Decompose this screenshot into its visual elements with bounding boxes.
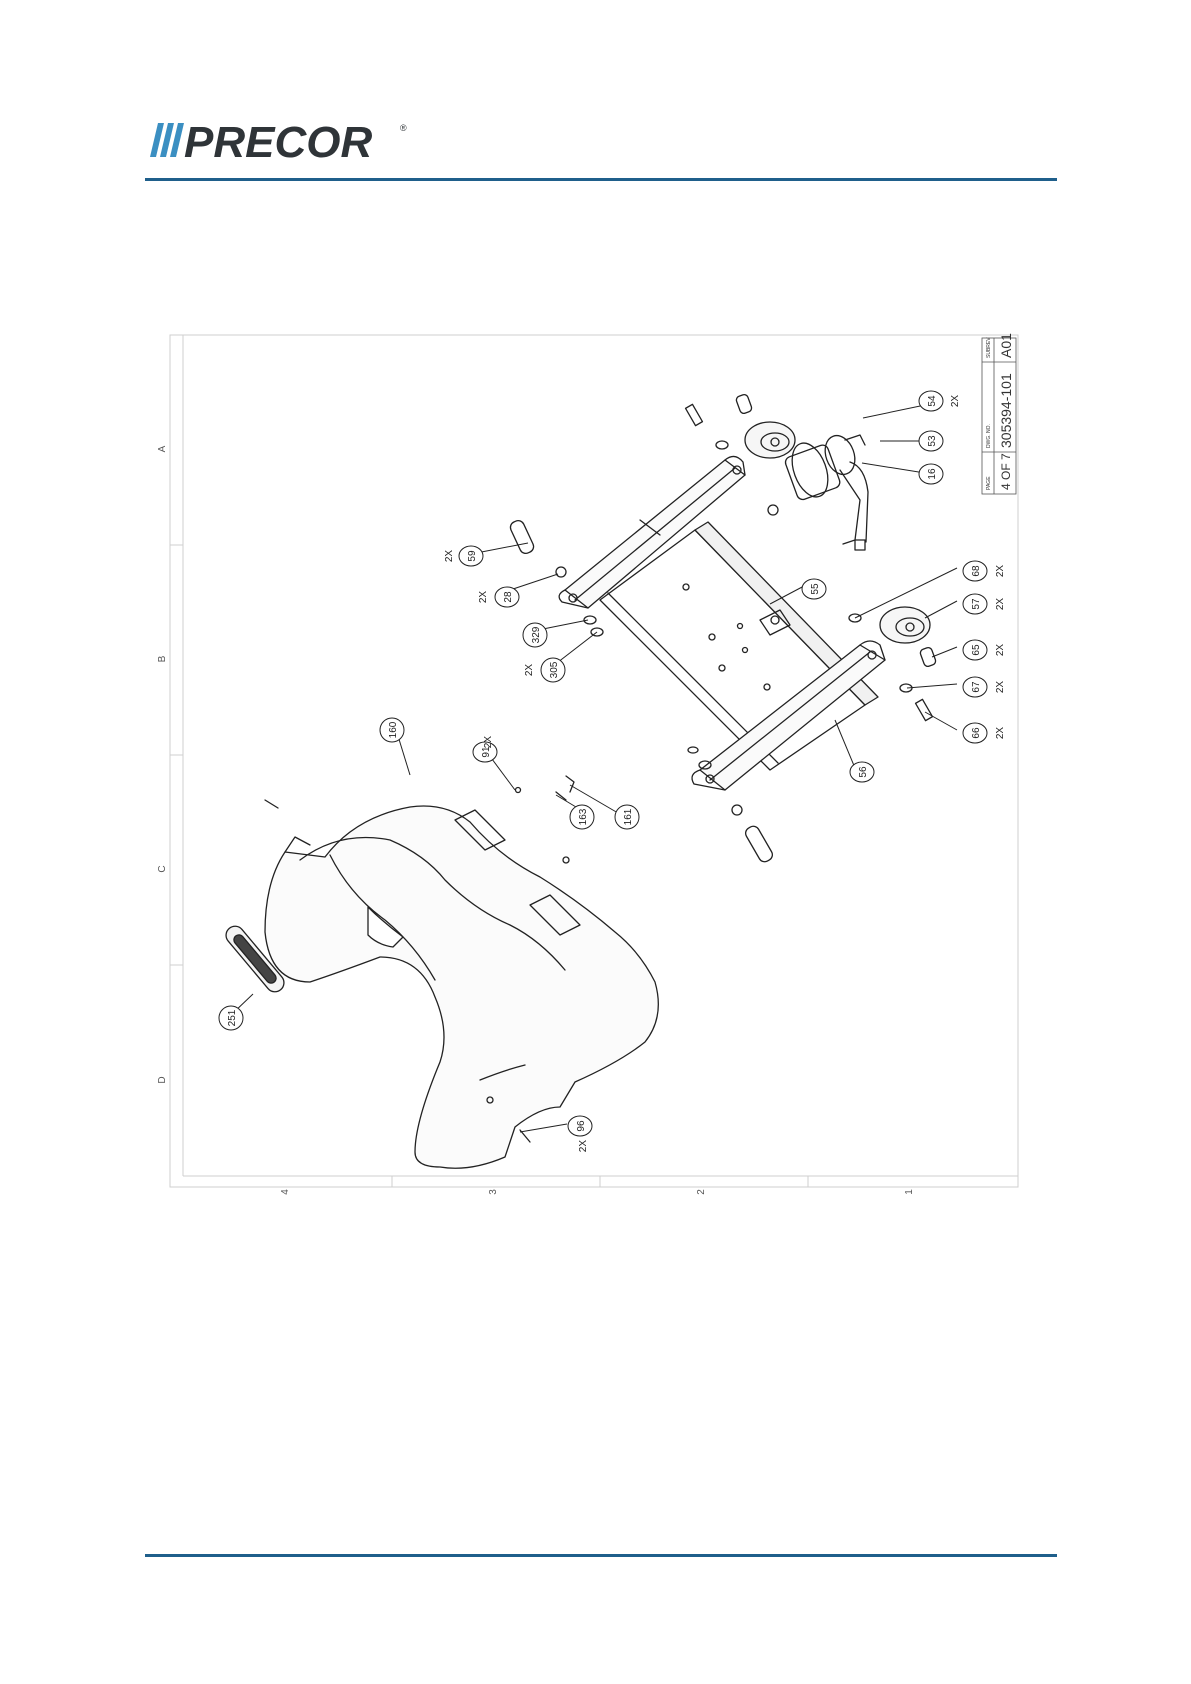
callout-96: 96 2X (568, 1116, 592, 1152)
column-label-2: 2 (696, 1189, 707, 1195)
callout-96-number: 96 (576, 1120, 587, 1132)
callout-65-qty: 2X (995, 644, 1006, 657)
callout-54: 54 2X (919, 391, 961, 411)
callout-329-number: 329 (531, 626, 542, 643)
callout-329: 329 (523, 623, 547, 647)
callout-305: 305 2X (524, 658, 565, 682)
wheel-front-drawing (880, 607, 930, 643)
callout-57: 57 2X (963, 594, 1006, 614)
callout-28: 28 2X (478, 587, 519, 607)
callout-28-qty: 2X (478, 591, 489, 604)
column-labels: 4 3 2 1 (280, 1189, 915, 1195)
callout-56-number: 56 (858, 766, 869, 778)
callout-161-number: 161 (623, 808, 634, 825)
callout-57-qty: 2X (995, 598, 1006, 611)
callout-68-qty: 2X (995, 565, 1006, 578)
wheel-rear-drawing (745, 422, 795, 458)
callout-59: 59 2X (444, 546, 483, 566)
page-value: 4 OF 7 (999, 453, 1013, 490)
callout-251-number: 251 (227, 1009, 238, 1026)
callout-66-qty: 2X (995, 727, 1006, 740)
row-label-c: C (157, 865, 168, 872)
callout-56: 56 (850, 762, 874, 782)
callout-96-qty: 2X (578, 1140, 589, 1153)
subrev-value: A01 (998, 333, 1014, 358)
callout-65: 65 2X (963, 640, 1006, 660)
callout-91-qty: 2X (483, 736, 494, 749)
dwg-label: DWG. NO. (986, 424, 992, 448)
callout-53: 53 (919, 431, 943, 451)
dwg-number: 305394-101 (998, 373, 1014, 448)
callout-163-number: 163 (578, 808, 589, 825)
callout-160: 160 (380, 718, 404, 742)
callout-91: 91 2X (473, 736, 497, 762)
callout-251: 251 (219, 1006, 243, 1030)
callout-67-number: 67 (971, 681, 982, 693)
callout-67: 67 2X (963, 677, 1006, 697)
row-label-d: D (157, 1076, 168, 1083)
callout-55: 55 (802, 579, 826, 599)
row-labels: A B C D (157, 445, 168, 1083)
row-label-a: A (157, 445, 168, 452)
lift-motor-drawing (784, 431, 868, 550)
column-label-1: 1 (904, 1189, 915, 1195)
subrev-label: SUBREV (986, 337, 992, 358)
callout-16-number: 16 (927, 468, 938, 480)
callout-160-number: 160 (388, 721, 399, 738)
row-label-b: B (157, 655, 168, 662)
motor-hood-drawing (265, 806, 658, 1168)
column-label-4: 4 (280, 1189, 291, 1195)
callout-66: 66 2X (963, 723, 1006, 743)
callout-66-number: 66 (971, 727, 982, 739)
callout-65-number: 65 (971, 644, 982, 656)
page-label: PAGE (986, 476, 992, 490)
callout-16: 16 (919, 464, 943, 484)
callout-161: 161 (615, 805, 639, 829)
callout-67-qty: 2X (995, 681, 1006, 694)
callout-68: 68 2X (963, 561, 1006, 581)
callout-55-number: 55 (810, 583, 821, 595)
callout-68-number: 68 (971, 565, 982, 577)
callout-305-qty: 2X (524, 664, 535, 677)
column-label-3: 3 (488, 1189, 499, 1195)
callout-28-number: 28 (503, 591, 514, 603)
callout-163: 163 (570, 805, 594, 829)
callout-57-number: 57 (971, 598, 982, 610)
callout-54-qty: 2X (950, 395, 961, 408)
callout-59-qty: 2X (444, 550, 455, 563)
callout-54-number: 54 (927, 395, 938, 407)
callout-305-number: 305 (549, 661, 560, 678)
callout-53-number: 53 (927, 435, 938, 447)
callout-59-number: 59 (467, 550, 478, 562)
